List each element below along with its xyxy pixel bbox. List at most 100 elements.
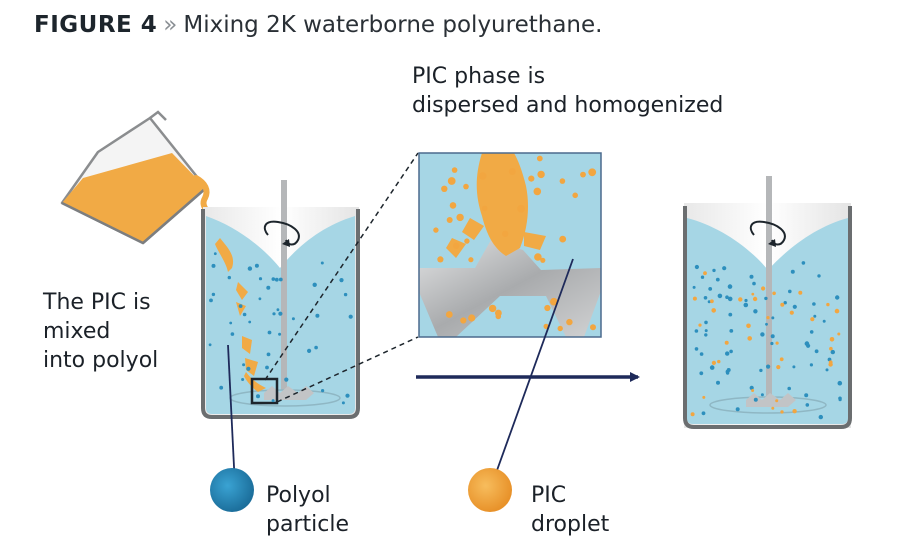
particle-dot	[702, 395, 706, 399]
particle-dot	[449, 202, 457, 209]
particle-dot	[254, 263, 259, 268]
particle-dot	[715, 277, 720, 282]
particle-dot	[817, 274, 821, 278]
particle-dot	[727, 284, 733, 289]
particle-dot	[703, 296, 708, 300]
particle-dot	[241, 378, 245, 381]
particle-dot	[258, 297, 262, 301]
particle-dot	[463, 183, 469, 190]
particle-dot	[729, 329, 734, 333]
particle-dot	[728, 312, 733, 317]
left-beaker-polyol-dots	[208, 252, 353, 405]
particle-dot	[838, 398, 842, 402]
particle-dot	[272, 312, 276, 316]
particle-dot	[825, 368, 829, 372]
particle-dot	[700, 275, 705, 279]
particle-dot	[810, 317, 815, 322]
particle-dot	[753, 397, 758, 402]
particle-dot	[701, 411, 706, 416]
pic-phase-label: PIC phase is dispersed and homogenized	[412, 62, 723, 120]
particle-dot	[725, 351, 730, 356]
particle-dot	[699, 371, 704, 376]
particle-dot	[566, 318, 573, 326]
particle-dot	[830, 349, 835, 355]
particle-dot	[258, 277, 263, 281]
particle-dot	[278, 277, 283, 282]
particle-dot	[837, 332, 841, 336]
particle-dot	[446, 217, 453, 223]
particle-dot	[752, 281, 756, 286]
particle-dot	[744, 298, 748, 303]
particle-dot	[266, 352, 271, 357]
pouring-cup	[60, 110, 210, 245]
particle-dot	[692, 296, 697, 301]
particle-dot	[798, 290, 803, 295]
particle-dot	[208, 343, 212, 347]
particle-dot	[437, 256, 444, 263]
particle-dot	[321, 389, 325, 393]
polyol-pointer-line	[227, 344, 236, 488]
particle-dot	[488, 304, 497, 313]
particle-dot	[508, 168, 516, 175]
caption-separator: »	[163, 12, 178, 38]
particle-dot	[481, 205, 488, 212]
particle-dot	[265, 365, 269, 370]
pic-droplet-line-1: PIC	[531, 483, 567, 508]
particle-dot	[247, 266, 253, 271]
particle-dot	[792, 409, 797, 414]
particle-dot	[775, 341, 779, 345]
particle-dot	[278, 311, 283, 316]
particle-dot	[760, 332, 765, 337]
particle-dot	[710, 299, 714, 304]
particle-dot	[828, 362, 833, 367]
pic-droplet-icon	[468, 468, 512, 512]
left-beaker	[201, 180, 360, 419]
particle-dot	[278, 332, 282, 336]
particle-dot	[699, 352, 704, 356]
particle-dot	[246, 366, 251, 371]
particle-dot	[464, 238, 470, 244]
particle-dot	[540, 257, 546, 263]
particle-dot	[242, 312, 247, 317]
zoom-line-top	[264, 152, 419, 381]
particle-dot	[248, 320, 252, 324]
particle-dot	[765, 322, 768, 326]
particle-dot	[726, 368, 731, 372]
particle-dot	[694, 329, 699, 333]
particle-dot	[771, 406, 775, 410]
particle-dot	[230, 332, 235, 336]
particle-dot	[792, 365, 796, 369]
inset-pic-droplets	[433, 155, 597, 332]
zoom-line-bottom	[276, 336, 419, 403]
particle-dot	[433, 227, 439, 233]
particle-dot	[717, 293, 723, 299]
particle-dot	[805, 403, 810, 407]
pic-phase-line-1: PIC phase is	[412, 64, 546, 89]
particle-dot	[242, 363, 246, 367]
particle-dot	[711, 308, 716, 313]
particle-dot	[751, 389, 755, 392]
particle-dot	[809, 363, 814, 367]
particle-dot	[274, 277, 279, 282]
particle-dot	[724, 340, 729, 345]
particle-dot	[227, 275, 231, 280]
particle-dot	[727, 296, 733, 302]
pic-mixed-line-2: mixed	[43, 319, 111, 344]
particle-dot	[776, 365, 781, 370]
particle-dot	[209, 298, 213, 303]
particle-dot	[804, 393, 809, 398]
particle-dot	[534, 253, 542, 261]
particle-dot	[456, 213, 464, 222]
particle-dot	[749, 274, 754, 279]
polyol-particle-label: Polyol particle	[266, 481, 349, 539]
particle-dot	[760, 393, 764, 397]
particle-dot	[729, 349, 733, 354]
particle-dot	[536, 155, 543, 162]
particle-dot	[533, 187, 542, 196]
particle-dot	[753, 309, 758, 314]
pic-droplet-line-2: droplet	[531, 512, 610, 537]
pic-mixed-line-1: The PIC is	[43, 290, 151, 315]
particle-dot	[339, 278, 344, 283]
particle-dot	[780, 410, 784, 414]
particle-dot	[694, 264, 700, 270]
